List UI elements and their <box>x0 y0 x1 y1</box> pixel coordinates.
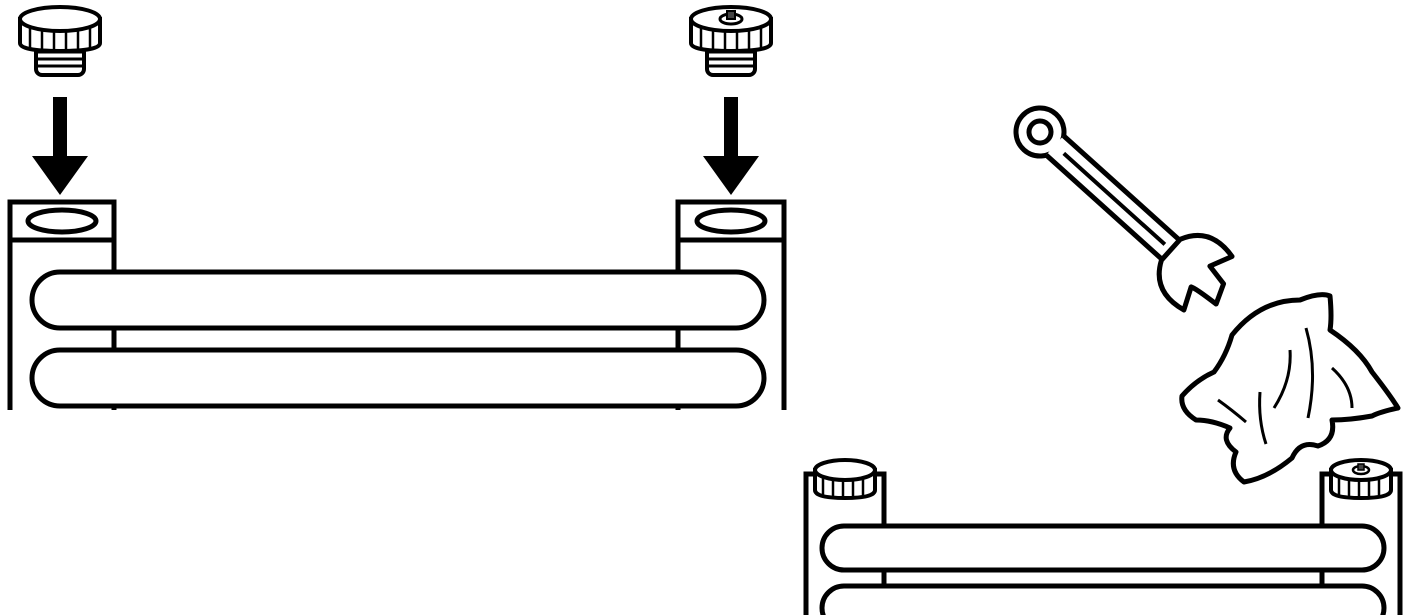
bleed-valve-plug-icon <box>1331 460 1391 498</box>
right-inlet-opening <box>694 207 768 235</box>
towel-radiator-icon <box>0 199 800 420</box>
left-inlet-opening <box>25 207 99 235</box>
radiator-rail <box>29 269 767 331</box>
wrench-icon <box>1013 105 1235 313</box>
radiator-rail <box>29 347 767 409</box>
blind-plug-icon <box>18 5 102 77</box>
towel-radiator-icon <box>803 471 1403 615</box>
arrow-down-icon <box>32 97 88 195</box>
cloth-icon <box>1179 292 1401 485</box>
arrow-down-icon <box>703 97 759 195</box>
blind-plug-icon <box>813 458 877 500</box>
radiator-rail <box>819 583 1387 615</box>
radiator-rail <box>819 523 1387 573</box>
bleed-valve-plug-icon <box>691 7 771 75</box>
